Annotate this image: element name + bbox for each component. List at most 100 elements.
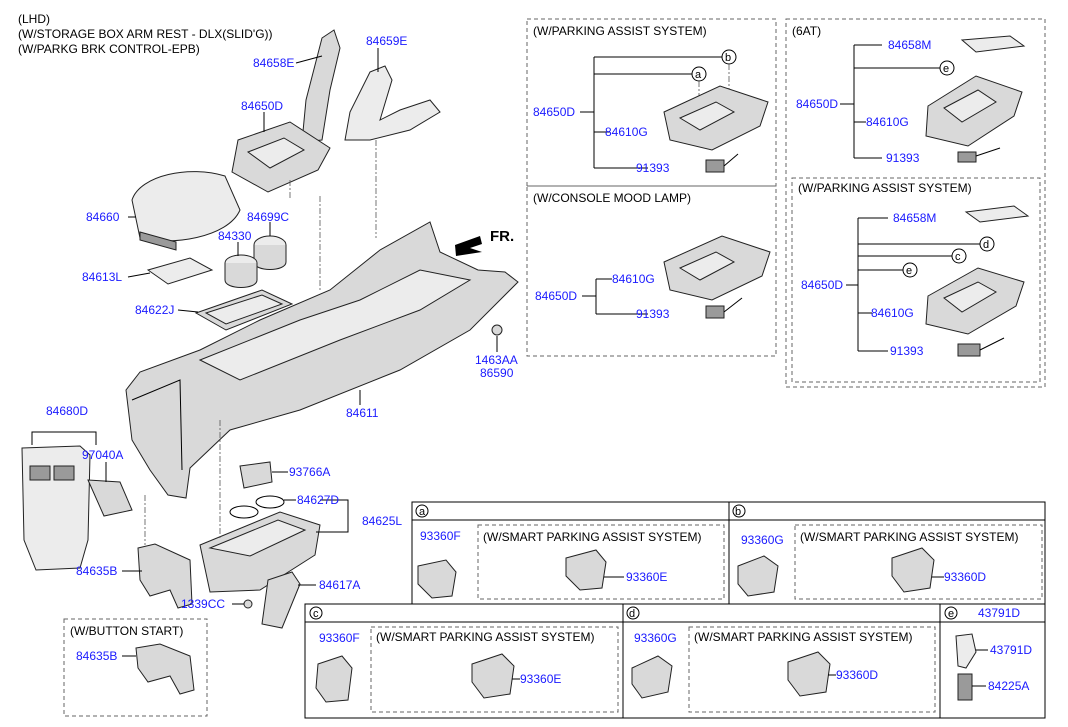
6atpa-part-84658M[interactable]: 84658M [893,211,936,225]
6at-part-91393[interactable]: 91393 [886,151,920,165]
ml-part-84610G[interactable]: 84610G [612,272,655,286]
cell-b-switch [737,555,779,597]
cup-holder-insert-body [224,263,258,288]
ml-connector [705,305,725,319]
trim-panel-left [301,29,341,143]
part-84699C[interactable]: 84699C [247,210,289,224]
part-84617A[interactable]: 84617A [319,578,360,592]
header-line-1: (LHD) [18,12,50,26]
part-84658E[interactable]: 84658E [253,56,294,70]
6atpa-part-91393[interactable]: 91393 [890,344,924,358]
cell-a-part-left[interactable]: 93360F [420,529,461,543]
shift-bezel-opening [246,137,306,169]
leader-84622J [177,309,199,313]
6atpa-callout-d-letter: d [983,239,989,251]
pa-part-84650D[interactable]: 84650D [533,105,575,119]
ring-upper [255,495,285,509]
pa-part-84610G[interactable]: 84610G [605,125,648,139]
6at-part-84658M[interactable]: 84658M [888,38,931,52]
part-93766A[interactable]: 93766A [289,465,330,479]
rear-panel-vent-left [29,465,51,481]
cell-d-letter: d [629,608,635,620]
part-1463AA[interactable]: 1463AA [475,353,518,367]
pa-bezel-opening [678,101,736,131]
cell-d-switch [631,655,673,699]
parking-assist-leaders [580,56,722,169]
part-97040A[interactable]: 97040A [82,448,123,462]
6atpa-part-84650D[interactable]: 84650D [801,278,843,292]
storage-mat [146,257,214,285]
cell-a-letter: a [419,506,426,518]
cell-c-part-left[interactable]: 93360F [319,631,360,645]
cell-c-sub-part[interactable]: 93360E [520,672,561,686]
part-84611[interactable]: 84611 [346,406,379,420]
cell-c-switch [315,655,353,703]
cell-e-letter: e [948,608,954,620]
6atpa-wire [979,337,1005,351]
parking-assist-title: (W/PARKING ASSIST SYSTEM) [533,24,707,38]
cell-e-header-part[interactable]: 43791D [978,606,1020,620]
part-84613L[interactable]: 84613L [82,270,122,284]
six-at-leaders [840,44,940,159]
header-line-3: (W/PARKG BRK CONTROL-EPB) [18,42,200,56]
console-top-surface [198,269,472,381]
part-84330[interactable]: 84330 [218,229,252,243]
6atpa-part-84610G[interactable]: 84610G [871,306,914,320]
front-label: FR. [490,228,514,245]
6at-part-84610G[interactable]: 84610G [866,115,909,129]
part-84680D[interactable]: 84680D [46,404,88,418]
rear-panel [21,445,91,571]
6at-bezel-opening [943,89,997,123]
part-84627D[interactable]: 84627D [297,493,339,507]
ml-part-91393[interactable]: 91393 [636,307,670,321]
trim-panel-right [344,65,441,141]
cell-a-badge [415,504,429,518]
part-84622J[interactable]: 84622J [135,303,174,317]
main-illustration: FR. [21,29,519,629]
part-84650D[interactable]: 84650D [241,99,283,113]
grid-row-bottom [304,603,1046,719]
pa-part-91393[interactable]: 91393 [636,161,670,175]
cell-b-sub-switch [891,547,935,593]
cell-b-part-left[interactable]: 93360G [741,533,784,547]
cell-a-sub-part[interactable]: 93360E [626,570,667,584]
six-at-parking-title: (W/PARKING ASSIST SYSTEM) [798,181,972,195]
cell-e-badge [944,606,958,620]
pa-wire [723,153,739,167]
6at-part-84650D[interactable]: 84650D [796,97,838,111]
lower-storage-box [199,511,321,593]
part-86590[interactable]: 86590 [480,366,514,380]
cell-c-sub-box [370,626,619,713]
6at-wire [975,147,1001,157]
cell-c-sub-title: (W/SMART PARKING ASSIST SYSTEM) [376,630,594,644]
leader-84625L [316,499,349,533]
rear-bracket [137,543,193,609]
cell-b-sub-part[interactable]: 93360D [944,570,986,584]
part-84660[interactable]: 84660 [86,210,120,224]
six-at-title: (6AT) [792,24,821,38]
part-84659E[interactable]: 84659E [366,34,407,48]
cell-a-sub-box [477,524,725,600]
ml-part-84650D[interactable]: 84650D [535,289,577,303]
leader-84680D [31,431,97,445]
button-start-part-84635B[interactable]: 84635B [76,649,117,663]
cell-c-badge [309,606,323,620]
part-84635B[interactable]: 84635B [76,564,117,578]
mood-lamp-title: (W/CONSOLE MOOD LAMP) [533,191,691,205]
cell-e-part-43791D[interactable]: 43791D [990,643,1032,657]
button-start-box [63,618,208,717]
6at-connector [957,151,977,163]
part-1339CC[interactable]: 1339CC [181,597,225,611]
cell-b-sub-box [794,524,1043,600]
pa-connector [705,159,725,173]
cell-b-letter: b [735,506,741,518]
console-rear-edge [131,379,183,471]
cell-c-letter: c [313,608,319,620]
cell-d-sub-part[interactable]: 93360D [836,668,878,682]
cell-d-part-left[interactable]: 93360G [634,631,677,645]
lower-storage-opening [208,519,307,557]
callout-b-letter: b [725,52,731,64]
part-84625L[interactable]: 84625L [362,514,402,528]
cell-e-part-84225A[interactable]: 84225A [988,679,1029,693]
